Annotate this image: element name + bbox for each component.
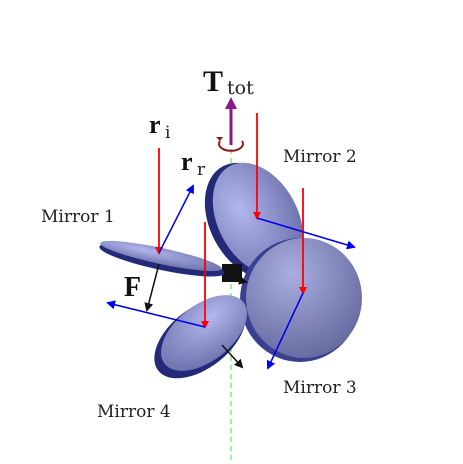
incident-vector-label: r bbox=[149, 110, 161, 139]
reflected-ray-mirror-4 bbox=[106, 300, 206, 328]
torque-label: T bbox=[203, 65, 223, 98]
force-arrow-mirror-1 bbox=[144, 263, 160, 312]
mirror-3-label: Mirror 3 bbox=[283, 378, 357, 398]
mirror-4-disc bbox=[154, 295, 248, 379]
force-label: F bbox=[124, 272, 141, 303]
mirror-1-disc bbox=[99, 240, 225, 277]
force-arrow-hub bbox=[221, 275, 248, 285]
reflected-vector-label: r bbox=[181, 147, 193, 176]
mirror-2-label: Mirror 2 bbox=[283, 147, 357, 167]
reflected-vector-subscript: r bbox=[197, 160, 206, 180]
central-hub bbox=[222, 264, 242, 282]
mirror-1-label: Mirror 1 bbox=[41, 207, 115, 227]
mirror-3-disc bbox=[240, 238, 362, 362]
reflected-ray-mirror-2 bbox=[256, 217, 356, 250]
incident-vector-subscript: i bbox=[165, 123, 171, 143]
force-arrow-mirror-4 bbox=[221, 344, 244, 369]
torque-label-subscript: tot bbox=[227, 77, 254, 99]
reflected-ray-mirror-1 bbox=[158, 184, 194, 254]
circular-arrow-icon bbox=[216, 137, 244, 152]
mirror-4-label: Mirror 4 bbox=[97, 402, 171, 422]
reflected-ray-mirror-3 bbox=[266, 292, 304, 370]
